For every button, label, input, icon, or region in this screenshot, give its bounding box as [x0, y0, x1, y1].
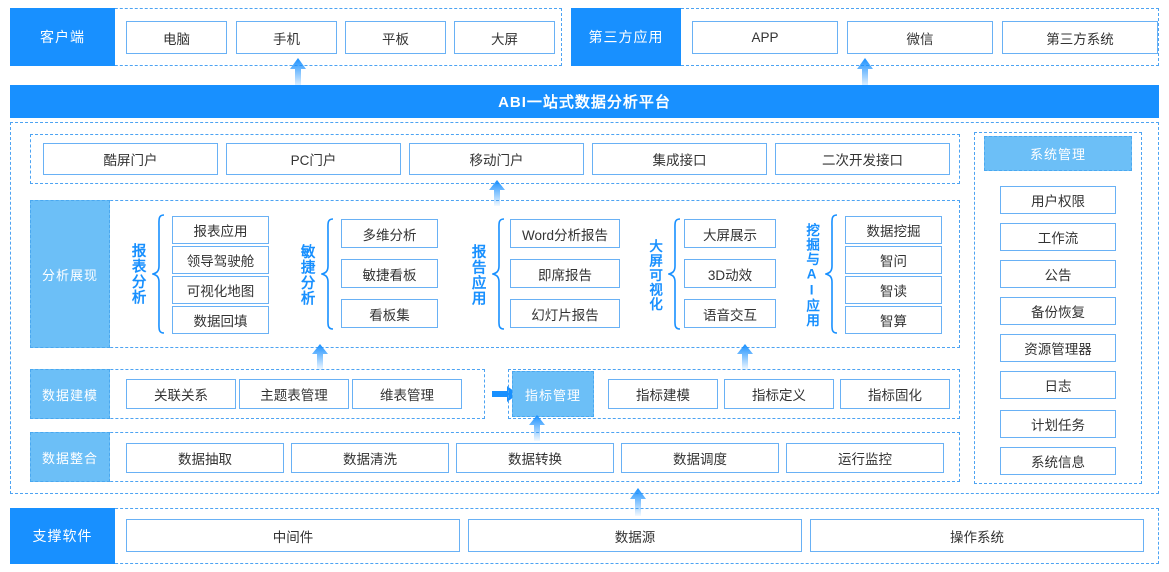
analysis-item-2-1[interactable]: 即席报告 — [510, 259, 620, 288]
system-mgmt-item-3[interactable]: 备份恢复 — [1000, 297, 1116, 325]
analysis-group-label-0: 报表分析 — [129, 243, 146, 305]
analysis-item-4-0[interactable]: 数据挖掘 — [845, 216, 942, 244]
analysis-item-3-1[interactable]: 3D动效 — [684, 259, 776, 288]
system-mgmt-container — [974, 132, 1142, 484]
arrow-right-to-metric — [492, 386, 518, 402]
arrow-up-to-client — [290, 58, 306, 88]
platform-body-container — [10, 122, 1159, 494]
support-layer-tag: 支撑软件 — [10, 508, 115, 564]
portal-item-4[interactable]: 二次开发接口 — [775, 143, 950, 175]
client-item-3[interactable]: 大屏 — [454, 21, 555, 54]
brace-4 — [825, 214, 838, 334]
client-item-0[interactable]: 电脑 — [126, 21, 227, 54]
client-item-1[interactable]: 手机 — [236, 21, 337, 54]
client-item-2[interactable]: 平板 — [345, 21, 446, 54]
analysis-item-2-2[interactable]: 幻灯片报告 — [510, 299, 620, 328]
analysis-item-4-3[interactable]: 智算 — [845, 306, 942, 334]
metric-item-2[interactable]: 指标固化 — [840, 379, 950, 409]
metric-management-tag[interactable]: 指标管理 — [512, 371, 594, 417]
metric-item-0[interactable]: 指标建模 — [608, 379, 718, 409]
brace-2 — [492, 218, 505, 330]
analysis-group-label-4: 挖掘与AI应用 — [804, 222, 820, 328]
third-party-item-1[interactable]: 微信 — [847, 21, 993, 54]
analysis-item-3-2[interactable]: 语音交互 — [684, 299, 776, 328]
arrow-up-to-platform — [630, 488, 646, 516]
analysis-item-0-2[interactable]: 可视化地图 — [172, 276, 269, 304]
third-party-item-2[interactable]: 第三方系统 — [1002, 21, 1158, 54]
analysis-item-4-2[interactable]: 智读 — [845, 276, 942, 304]
integration-item-1[interactable]: 数据清洗 — [291, 443, 449, 473]
modeling-layer-tag: 数据建模 — [30, 369, 110, 419]
portal-item-2[interactable]: 移动门户 — [409, 143, 584, 175]
brace-3 — [668, 218, 681, 330]
support-item-0[interactable]: 中间件 — [126, 519, 460, 552]
brace-0 — [152, 214, 165, 334]
portal-item-3[interactable]: 集成接口 — [592, 143, 767, 175]
portal-item-1[interactable]: PC门户 — [226, 143, 401, 175]
integration-layer-tag: 数据整合 — [30, 432, 110, 482]
third-party-item-0[interactable]: APP — [692, 21, 838, 54]
analysis-layer-tag: 分析展现 — [30, 200, 110, 348]
system-mgmt-item-1[interactable]: 工作流 — [1000, 223, 1116, 251]
analysis-item-0-1[interactable]: 领导驾驶舱 — [172, 246, 269, 274]
platform-banner: ABI一站式数据分析平台 — [10, 85, 1159, 118]
third-party-layer-tag: 第三方应用 — [571, 8, 681, 66]
metric-group-container — [508, 369, 960, 419]
analysis-item-1-2[interactable]: 看板集 — [341, 299, 438, 328]
analysis-item-2-0[interactable]: Word分析报告 — [510, 219, 620, 248]
system-mgmt-item-7[interactable]: 系统信息 — [1000, 447, 1116, 475]
arrow-up-to-analysis-left — [312, 344, 328, 370]
system-mgmt-tag: 系统管理 — [984, 136, 1132, 171]
arrow-up-to-metric — [529, 415, 545, 441]
client-layer-tag: 客户端 — [10, 8, 115, 66]
portal-item-0[interactable]: 酷屏门户 — [43, 143, 218, 175]
modeling-item-0[interactable]: 关联关系 — [126, 379, 236, 409]
integration-item-4[interactable]: 运行监控 — [786, 443, 944, 473]
analysis-group-label-3: 大屏可视化 — [647, 238, 663, 312]
modeling-item-1[interactable]: 主题表管理 — [239, 379, 349, 409]
integration-item-3[interactable]: 数据调度 — [621, 443, 779, 473]
metric-item-1[interactable]: 指标定义 — [724, 379, 834, 409]
analysis-group-label-2: 报告应用 — [469, 243, 486, 306]
analysis-item-1-1[interactable]: 敏捷看板 — [341, 259, 438, 288]
system-mgmt-item-6[interactable]: 计划任务 — [1000, 410, 1116, 438]
analysis-item-3-0[interactable]: 大屏展示 — [684, 219, 776, 248]
system-mgmt-item-4[interactable]: 资源管理器 — [1000, 334, 1116, 362]
brace-1 — [321, 218, 334, 330]
analysis-item-4-1[interactable]: 智问 — [845, 246, 942, 274]
system-mgmt-item-5[interactable]: 日志 — [1000, 371, 1116, 399]
arrow-up-to-third-party — [857, 58, 873, 88]
support-item-2[interactable]: 操作系统 — [810, 519, 1144, 552]
analysis-item-0-0[interactable]: 报表应用 — [172, 216, 269, 244]
analysis-item-1-0[interactable]: 多维分析 — [341, 219, 438, 248]
arrow-up-to-portal — [489, 180, 505, 206]
integration-item-0[interactable]: 数据抽取 — [126, 443, 284, 473]
system-mgmt-item-0[interactable]: 用户权限 — [1000, 186, 1116, 214]
modeling-item-2[interactable]: 维表管理 — [352, 379, 462, 409]
analysis-group-label-1: 敏捷分析 — [298, 243, 315, 306]
integration-item-2[interactable]: 数据转换 — [456, 443, 614, 473]
analysis-item-0-3[interactable]: 数据回填 — [172, 306, 269, 334]
support-item-1[interactable]: 数据源 — [468, 519, 802, 552]
system-mgmt-item-2[interactable]: 公告 — [1000, 260, 1116, 288]
arrow-up-to-analysis-right — [737, 344, 753, 370]
